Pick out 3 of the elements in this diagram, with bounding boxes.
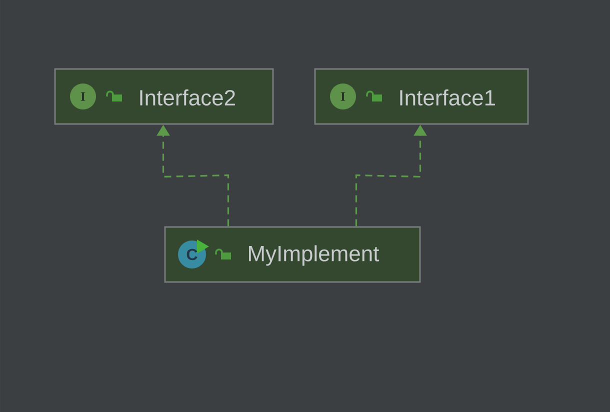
class-name: Interface1 xyxy=(400,89,495,106)
class-name: MyImplement xyxy=(249,245,380,266)
class-name: Interface2 xyxy=(140,89,235,106)
